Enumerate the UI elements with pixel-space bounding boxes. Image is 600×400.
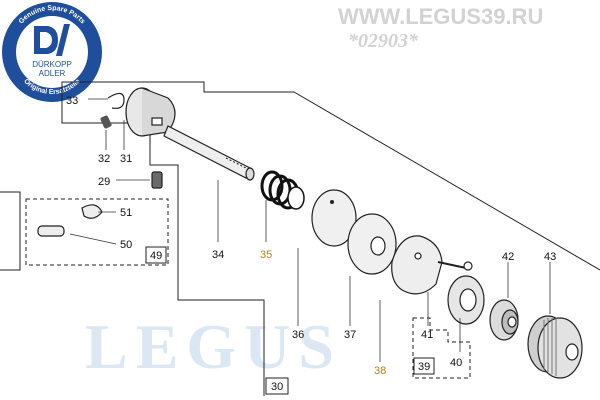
duerkopp-adler-logo: Genuine Spare Parts Original Ersatzteile…: [2, 2, 102, 102]
part-31-collar: [125, 87, 176, 137]
assembly-frame-top: [61, 81, 600, 271]
logo-brand-line2: ADLER: [39, 69, 66, 78]
logo-brand-line1: DÜRKOPP: [32, 60, 72, 69]
part-label-33: 33: [66, 95, 78, 107]
part-label-34: 34: [212, 249, 224, 261]
part-label-36: 36: [292, 329, 304, 341]
part-51-clip: [81, 204, 103, 219]
part-36-disc: [311, 189, 357, 247]
part-32-grub-screw: [100, 115, 112, 129]
subassembly-39-box: [412, 317, 471, 379]
part-41-pin: [437, 261, 473, 271]
part-50-pin: [37, 225, 65, 237]
part-label-50: 50: [120, 239, 132, 251]
part-29-set-screw: [151, 171, 163, 189]
part-box-30: [265, 377, 289, 395]
subassembly-49-box: [25, 198, 169, 266]
watermark-code: *02903*: [348, 30, 419, 52]
part-label-30: 30: [271, 381, 283, 393]
part-label-43: 43: [544, 251, 556, 263]
part-37-tension-disc: [347, 213, 397, 275]
watermark-url: WWW.LEGUS39.RU: [338, 4, 543, 29]
part-label-29: 29: [98, 176, 110, 188]
part-35-spring: [260, 170, 305, 210]
part-42-bushing: [489, 299, 519, 341]
part-38-cam-plate: [391, 235, 443, 295]
bracket-49: [0, 191, 21, 271]
part-box-49: [145, 246, 167, 264]
part-label-31: 31: [120, 153, 132, 165]
part-label-42: 42: [502, 251, 514, 263]
part-label-35: 35: [260, 249, 272, 261]
part-label-37: 37: [344, 329, 356, 341]
assembly-frame-left: [61, 92, 265, 396]
part-label-40: 40: [450, 357, 462, 369]
part-label-49: 49: [150, 250, 162, 262]
part-label-51: 51: [120, 207, 132, 219]
part-33-circlip: [107, 92, 125, 109]
watermark-big: LEGUS: [85, 311, 342, 382]
part-40-ring: [447, 275, 485, 325]
part-34-shaft: [163, 125, 255, 181]
leader-lines: [69, 98, 551, 362]
logo-emblem-icon: [34, 24, 70, 56]
part-label-41: 41: [421, 329, 433, 341]
part-label-39: 39: [418, 361, 430, 373]
part-label-38: 38: [374, 365, 386, 377]
part-box-39: [413, 357, 435, 375]
part-label-32: 32: [98, 153, 110, 165]
part-43-knurled-nut: [527, 315, 583, 379]
